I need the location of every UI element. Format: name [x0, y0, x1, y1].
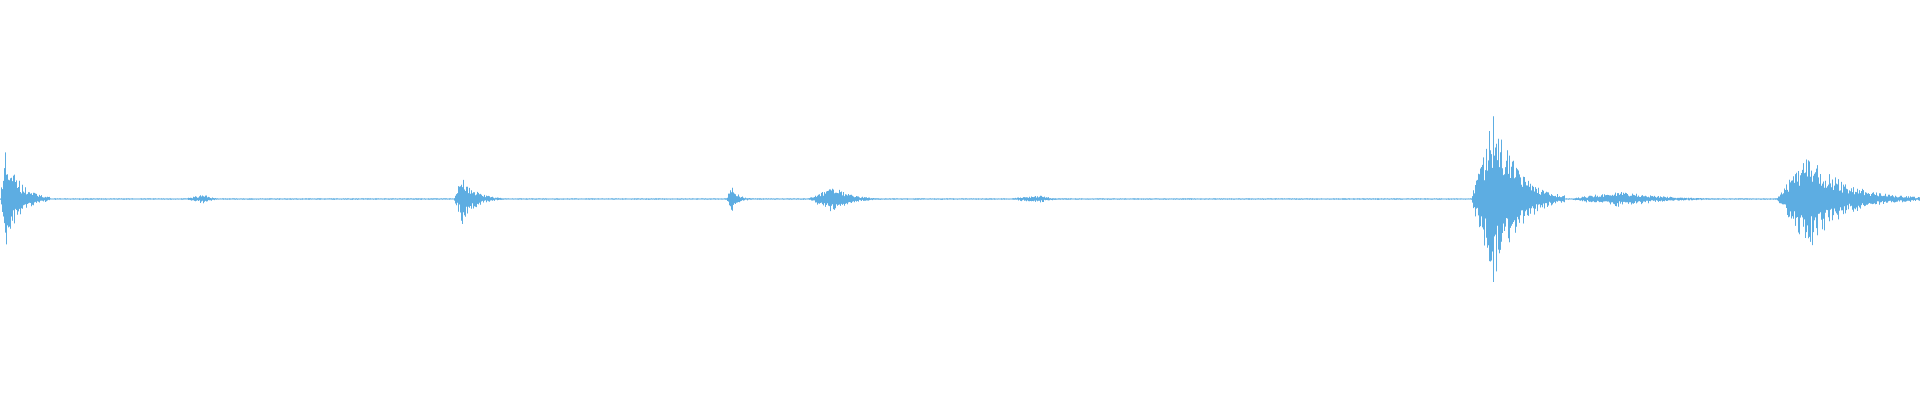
waveform-signal — [0, 116, 1920, 282]
